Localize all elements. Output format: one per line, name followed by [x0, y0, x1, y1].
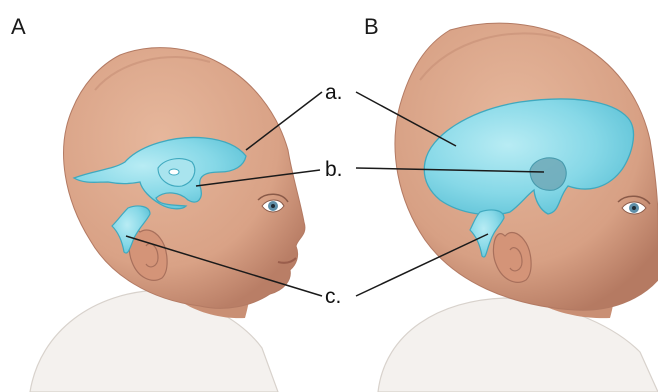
panel-b	[378, 23, 658, 392]
third-ventricle-b	[530, 158, 566, 190]
panel-label-b: B	[364, 14, 379, 39]
panel-a	[30, 48, 305, 392]
interventricular-foramen-a	[169, 169, 179, 175]
callout-label-b: b.	[325, 158, 343, 181]
callout-label-a: a.	[325, 81, 343, 104]
clothing-b	[378, 298, 658, 392]
panel-label-a: A	[11, 14, 26, 39]
callout-label-c: c.	[325, 285, 341, 308]
